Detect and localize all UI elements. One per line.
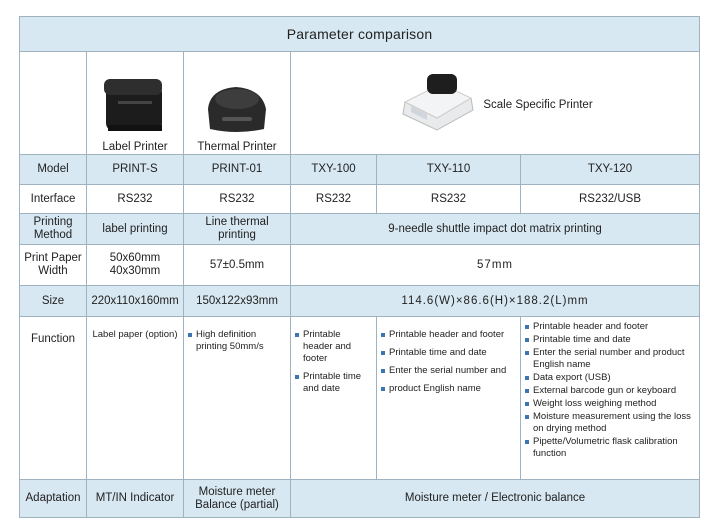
model-txy-120: TXY-120: [519, 154, 701, 185]
scale-printer-cell: Scale Specific Printer: [289, 51, 701, 155]
function-print-s: Label paper (option): [86, 316, 184, 480]
adaptation-print-s: MT/IN Indicator: [86, 479, 184, 518]
function-txy-120: Printable header and footer Printable ti…: [519, 316, 701, 480]
size-label: Size: [19, 285, 87, 317]
interface-txy-110: RS232: [376, 184, 521, 214]
paper-width-label: Print Paper Width: [19, 244, 87, 286]
scale-printer-caption: Scale Specific Printer: [483, 98, 593, 111]
paper-width-txy: 57mm: [289, 244, 701, 286]
function-list-item: Moisture measurement using the loss on d…: [525, 411, 695, 435]
thermal-printer-image: [208, 87, 266, 132]
function-list-item: External barcode gun or keyboard: [525, 385, 695, 397]
function-list-item: Enter the serial number and: [381, 365, 516, 377]
function-print-01: High definition printing 50mm/s: [183, 316, 291, 480]
size-txy: 114.6(W)×86.6(H)×188.2(L)mm: [289, 285, 701, 317]
function-list-item: product English name: [381, 383, 516, 395]
model-label: Model: [19, 154, 87, 185]
adaptation-txy: Moisture meter / Electronic balance: [289, 479, 701, 518]
paper-width-print-01: 57±0.5mm: [183, 244, 291, 286]
function-list-item: Pipette/Volumetric flask calibration fun…: [525, 436, 695, 460]
scale-printer-image: [402, 74, 474, 131]
function-list-item: Printable time and date: [381, 347, 516, 359]
adaptation-print-01: Moisture meter Balance (partial): [183, 479, 291, 518]
model-txy-110: TXY-110: [376, 154, 521, 185]
adaptation-label: Adaptation: [19, 479, 87, 518]
size-print-s: 220x110x160mm: [86, 285, 184, 317]
interface-print-s: RS232: [86, 184, 184, 214]
model-txy-100: TXY-100: [290, 154, 377, 185]
interface-txy-120: RS232/USB: [519, 184, 701, 214]
thermal-printer-cell: Thermal Printer: [183, 51, 291, 155]
paper-width-print-s-b: 40x30mm: [109, 265, 161, 277]
function-list-item: Weight loss weighing method: [525, 398, 695, 410]
function-list-item: Printable time and date: [525, 334, 695, 346]
printing-print-01: Line thermal printing: [183, 213, 291, 245]
label-printer-image: [104, 79, 162, 131]
printing-txy: 9-needle shuttle impact dot matrix print…: [289, 213, 701, 245]
printing-print-s: label printing: [86, 213, 184, 245]
function-txy-110: Printable header and footer Printable ti…: [376, 316, 521, 480]
function-list-item: Printable time and date: [295, 371, 372, 395]
function-label: Function: [19, 316, 87, 480]
empty-corner-cell: [19, 51, 87, 155]
paper-width-print-s: 50x60mm 40x30mm: [86, 244, 184, 286]
interface-txy-100: RS232: [290, 184, 377, 214]
parameter-comparison-table: Parameter comparison Label Printer: [18, 16, 701, 518]
interface-print-01: RS232: [183, 184, 291, 214]
model-print-01: PRINT-01: [183, 154, 291, 185]
function-list-item: Enter the serial number and product Engl…: [525, 347, 695, 371]
function-list-item: Printable header and footer: [525, 321, 695, 333]
interface-label: Interface: [19, 184, 87, 214]
function-list-item: Printable header and footer: [381, 329, 516, 341]
label-printer-caption: Label Printer: [102, 141, 168, 153]
table-title: Parameter comparison: [18, 16, 701, 52]
function-list-item: High definition printing 50mm/s: [188, 329, 286, 353]
function-list-item: Printable header and footer: [295, 329, 372, 365]
thermal-printer-caption: Thermal Printer: [197, 141, 277, 153]
paper-width-print-s-a: 50x60mm: [109, 252, 161, 264]
label-printer-cell: Label Printer: [86, 51, 184, 155]
printing-method-label: Printing Method: [19, 213, 87, 245]
function-txy-100: Printable header and footer Printable ti…: [290, 316, 377, 480]
size-print-01: 150x122x93mm: [183, 285, 291, 317]
function-list-item: Data export (USB): [525, 372, 695, 384]
model-print-s: PRINT-S: [86, 154, 184, 185]
